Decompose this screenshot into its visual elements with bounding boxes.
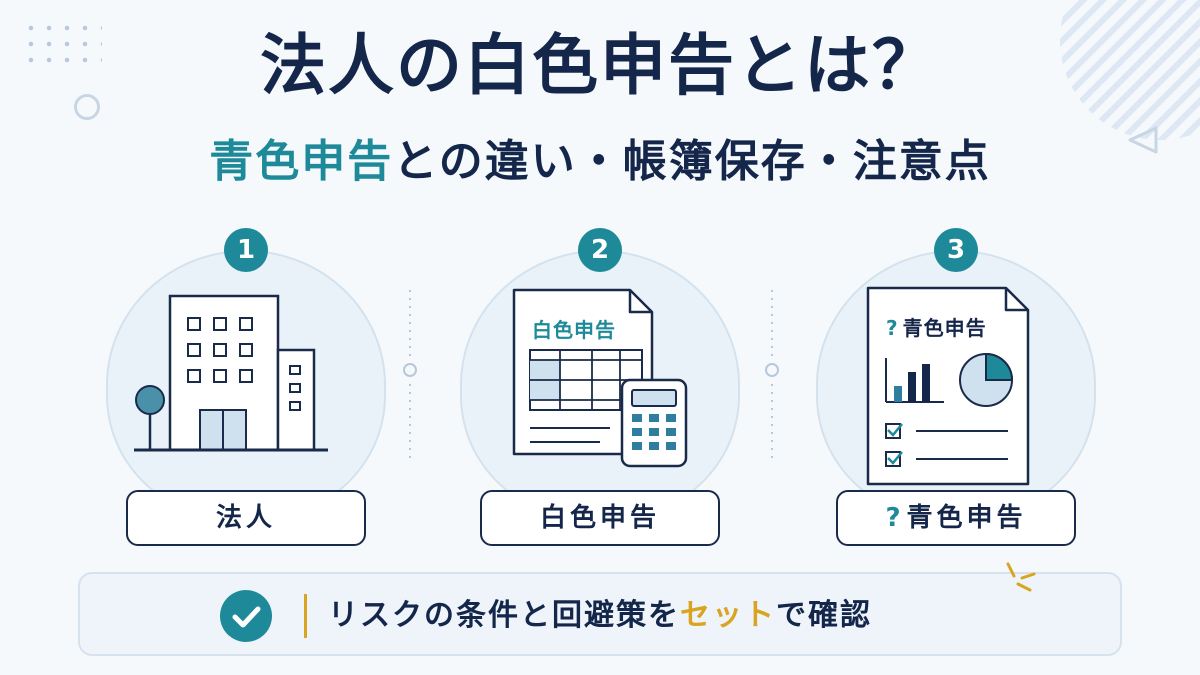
check-circle-icon <box>220 590 272 642</box>
step-card-corporation: 1 法人 <box>106 228 386 550</box>
office-building-icon <box>134 294 328 452</box>
dotted-separator <box>403 290 417 460</box>
question-mark-icon: ? <box>885 503 901 533</box>
divider-bar <box>304 594 307 638</box>
spreadsheet-calculator-icon <box>512 288 688 468</box>
sparkle-decoration <box>1006 562 1036 592</box>
step-number-badge: 3 <box>934 228 978 272</box>
dot-grid-decoration <box>22 20 102 72</box>
step-label-corporation: 法人 <box>126 490 366 546</box>
page-title: 法人の白色申告とは？ <box>260 27 940 104</box>
document-title: ?青色申告 <box>886 316 987 340</box>
step-label-white-return: 白色申告 <box>480 490 720 546</box>
step-card-white-return: 2 白色申告 白色申告 <box>460 228 740 550</box>
banner-highlight: セット <box>680 598 776 633</box>
triangle-decoration <box>1128 126 1158 154</box>
question-mark-icon: ? <box>886 316 899 340</box>
step-number-badge: 1 <box>224 228 268 272</box>
document-title: 白色申告 <box>532 318 616 342</box>
subtitle-rest: との違い・帳簿保存・注意点 <box>393 136 991 187</box>
subtitle-accent: 青色申告 <box>209 136 394 187</box>
report-chart-icon <box>866 286 1030 486</box>
step-card-blue-return: 3 ?青色申告 ?青色申告 <box>816 228 1096 550</box>
step-number-badge: 2 <box>578 228 622 272</box>
summary-banner: リスクの条件と回避策をセットで確認 <box>78 572 1122 656</box>
banner-text: リスクの条件と回避策をセットで確認 <box>328 598 872 633</box>
dotted-separator <box>765 290 779 460</box>
ring-decoration <box>74 94 100 120</box>
page-subtitle: 青色申告との違い・帳簿保存・注意点 <box>0 136 1200 189</box>
step-label-blue-return: ?青色申告 <box>836 490 1076 546</box>
